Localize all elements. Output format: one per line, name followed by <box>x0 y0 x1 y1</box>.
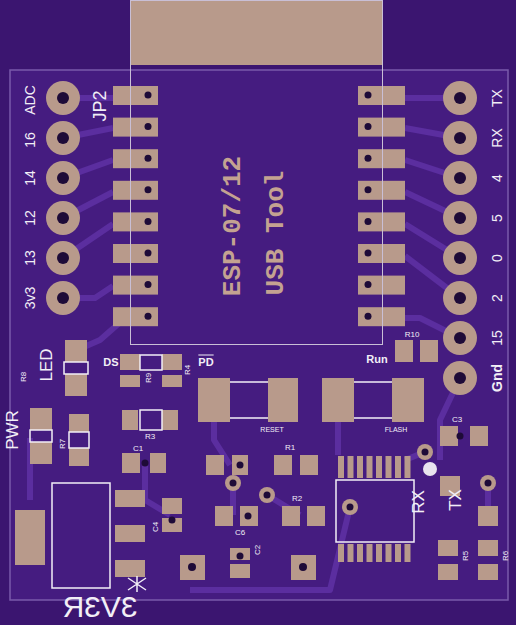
part-label: Run <box>366 354 387 365</box>
pin-label: 15 <box>490 330 504 346</box>
pin-label: RX <box>490 128 504 147</box>
pin-label: 4 <box>490 174 504 182</box>
part-label: R8 <box>20 372 28 382</box>
pin-label: 3v3 <box>23 287 37 310</box>
pin-label: ADC <box>23 85 37 115</box>
smd-pads <box>15 340 498 580</box>
part-label: R6 <box>502 551 510 561</box>
part-label: C4 <box>152 522 160 532</box>
pin-label: 14 <box>23 170 37 186</box>
part-label: R9 <box>145 373 153 383</box>
mirrored-label: 3V3R <box>62 592 137 622</box>
part-label: R4 <box>184 365 192 375</box>
part-label: R7 <box>59 439 67 449</box>
part-label: C2 <box>254 545 262 555</box>
module-title: ESP-07/12 <box>218 156 248 296</box>
header-name: JP2 <box>91 90 109 121</box>
part-label: LED <box>38 348 55 381</box>
signal-label: RX <box>410 490 427 514</box>
vias <box>142 433 497 572</box>
pin-label: 5 <box>490 214 504 222</box>
pin-label: 0 <box>490 254 504 262</box>
part-label: DS <box>103 357 118 368</box>
pin-label: 16 <box>23 132 37 148</box>
part-label: C6 <box>235 529 245 537</box>
silkscreen-outlines <box>30 355 414 592</box>
part-label: RESET <box>260 426 283 433</box>
pin-label: 12 <box>23 210 37 226</box>
pin-label: TX <box>490 89 504 107</box>
copper-traces <box>30 98 488 590</box>
part-label: FLASH <box>385 426 408 433</box>
antenna-area <box>130 0 383 65</box>
pin-label: Gnd <box>490 364 504 392</box>
module-outline: ESP-07/12 USB Tool <box>130 0 383 345</box>
signal-label: TX <box>447 489 464 511</box>
pin-label: 13 <box>23 250 37 266</box>
pad-rows <box>46 81 477 395</box>
part-label: R1 <box>285 444 295 452</box>
board-outline <box>10 70 508 600</box>
part-label: PD <box>198 357 213 368</box>
part-label: R5 <box>462 551 470 561</box>
part-label: R2 <box>292 495 302 503</box>
part-label: C1 <box>133 445 143 453</box>
part-label: C3 <box>452 416 462 424</box>
part-label: R3 <box>145 433 155 441</box>
part-label: R10 <box>405 331 420 339</box>
pin-label: 2 <box>490 294 504 302</box>
part-label: PWR <box>4 410 21 450</box>
module-title: USB Tool <box>261 171 291 296</box>
usb-chip-pins <box>338 456 411 562</box>
